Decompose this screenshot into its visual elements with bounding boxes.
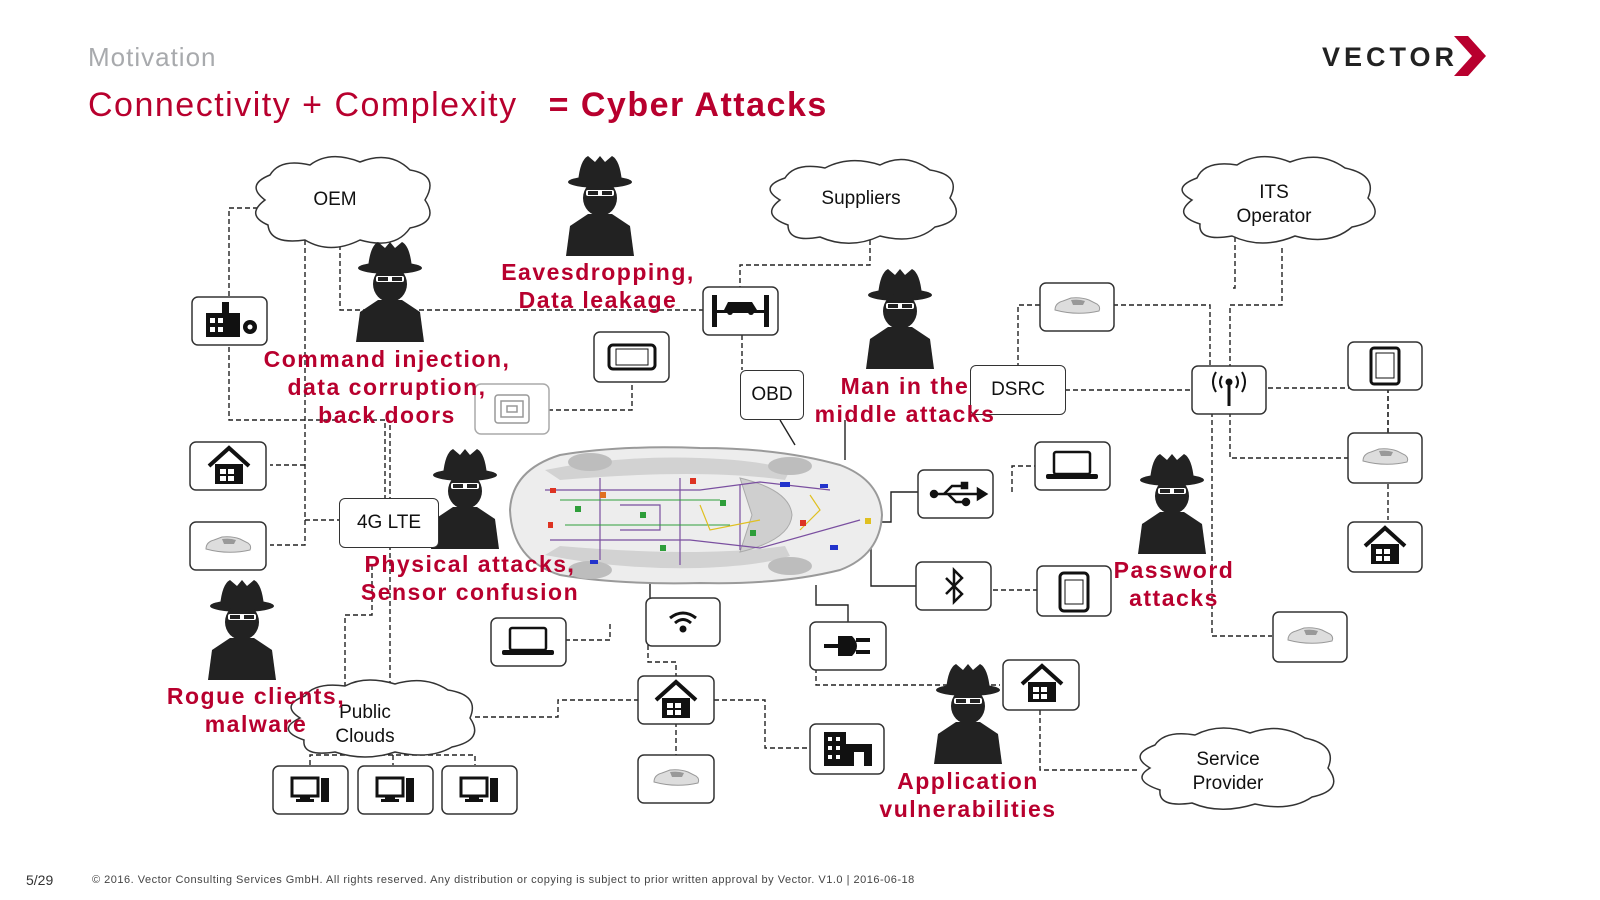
cloud-suppliers-label: Suppliers [821,188,901,209]
title-left: Connectivity + Complexity [88,86,518,124]
hacker-icon [431,449,499,549]
attack-password-line1: Password [1113,557,1235,583]
device-icons [189,282,1423,815]
attack-command-line1: Command injection, [263,346,511,372]
hacker-icon [566,156,634,256]
attack-physical-line2: Sensor confusion [360,579,580,605]
hacker-icon [934,664,1002,764]
hacker-icon [866,269,934,369]
cloud-oem-label: OEM [313,189,357,210]
attack-application-vulnerabilities: Application vulnerabilities [868,767,1068,823]
attack-physical: Physical attacks, Sensor confusion [352,550,588,606]
plug-icon [824,636,870,656]
factory-icon [206,302,257,337]
wifi-icon [669,611,697,633]
hacker-icon [1138,454,1206,554]
obd-box: OBD [740,370,804,420]
cloud-its-line1: ITS [1259,182,1289,203]
dsrc-box: DSRC [970,365,1066,415]
attack-password: Password attacks [1104,556,1244,612]
cloud-service-line1: Service [1196,749,1260,770]
cloud-its-line2: Operator [1236,206,1312,227]
lte-box: 4G LTE [339,498,439,548]
attack-command-line3: back doors [318,402,456,428]
building-icon [824,732,872,766]
attack-rogue-clients: Rogue clients, malware [158,682,354,738]
attack-man-in-the-middle: Man in the middle attacks [805,372,1005,428]
tablet-icon [1369,346,1401,386]
cloud-public-line2: Clouds [335,726,395,747]
cloud-service-line2: Provider [1192,773,1264,794]
attack-physical-line1: Physical attacks, [364,551,576,577]
cloud-its-operator-label: ITS Operator [1222,181,1326,229]
hacker-icon [208,580,276,680]
attack-app-line2: vulnerabilities [879,796,1057,822]
section-title: Motivation [88,42,217,72]
page-title: Connectivity + Complexity = Cyber Attack… [88,86,828,125]
radio-tower-icon [1212,371,1246,406]
smartphone-icon [607,343,657,371]
attack-eavesdropping: Eavesdropping, Data leakage [484,258,712,314]
attack-command-line2: data corruption, [287,374,487,400]
attack-command-injection: Command injection, data corruption, back… [250,345,524,429]
bluetooth-icon [945,566,964,606]
attack-eavesdropping-line1: Eavesdropping, [501,259,695,285]
hacker-icon [356,242,424,342]
title-right: = Cyber Attacks [548,86,828,124]
attack-password-line2: attacks [1129,585,1219,611]
attack-mitm-line2: middle attacks [814,401,996,427]
attack-app-line1: Application [897,768,1039,794]
usb-icon [929,481,989,507]
smartphone-icon [1058,571,1090,613]
car-lift-icon [712,295,769,327]
cloud-service-provider-label: Service Provider [1180,748,1276,796]
car-illustration [508,446,884,585]
cloud-public-line1: Public [339,702,391,723]
attack-rogue-line2: malware [204,711,308,737]
attack-rogue-line1: Rogue clients, [166,683,346,709]
logo-text: VECTOR [1322,42,1459,72]
attack-eavesdropping-line2: Data leakage [518,287,678,313]
clouds [255,156,1376,810]
solid-lines [649,419,918,622]
page-number: 5/29 [26,872,54,888]
cloud-public-clouds-label: Public Clouds [330,701,400,749]
footer-copyright: © 2016. Vector Consulting Services GmbH.… [92,874,915,886]
rfid-chip-icon [494,394,530,424]
logo-chevron-icon [1454,36,1486,76]
attack-mitm-line1: Man in the [840,373,970,399]
